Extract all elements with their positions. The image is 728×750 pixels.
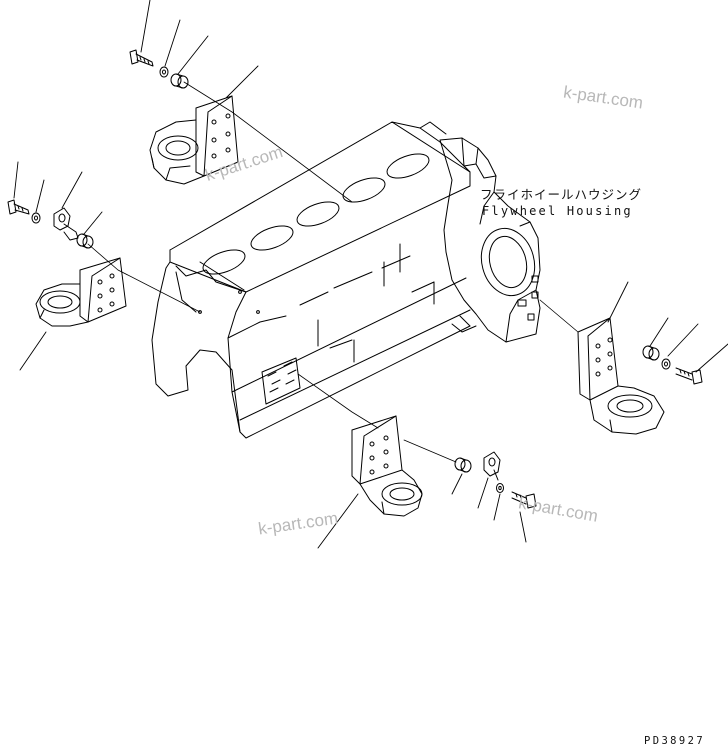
flywheel-housing-label-jp: フライホイールハウジング xyxy=(480,187,643,202)
engine-mount-bracket-right xyxy=(577,317,665,435)
figure-code: PD38927 xyxy=(644,735,706,747)
engine-mount-bracket-left xyxy=(35,257,127,327)
flywheel-housing-label-en: Flywheel Housing xyxy=(482,204,633,218)
leader-lines xyxy=(13,0,728,549)
assembly-lines xyxy=(87,81,579,463)
engine-mount-bracket-front xyxy=(351,415,423,517)
cylinder-block xyxy=(151,121,471,439)
flywheel-housing xyxy=(439,137,541,343)
